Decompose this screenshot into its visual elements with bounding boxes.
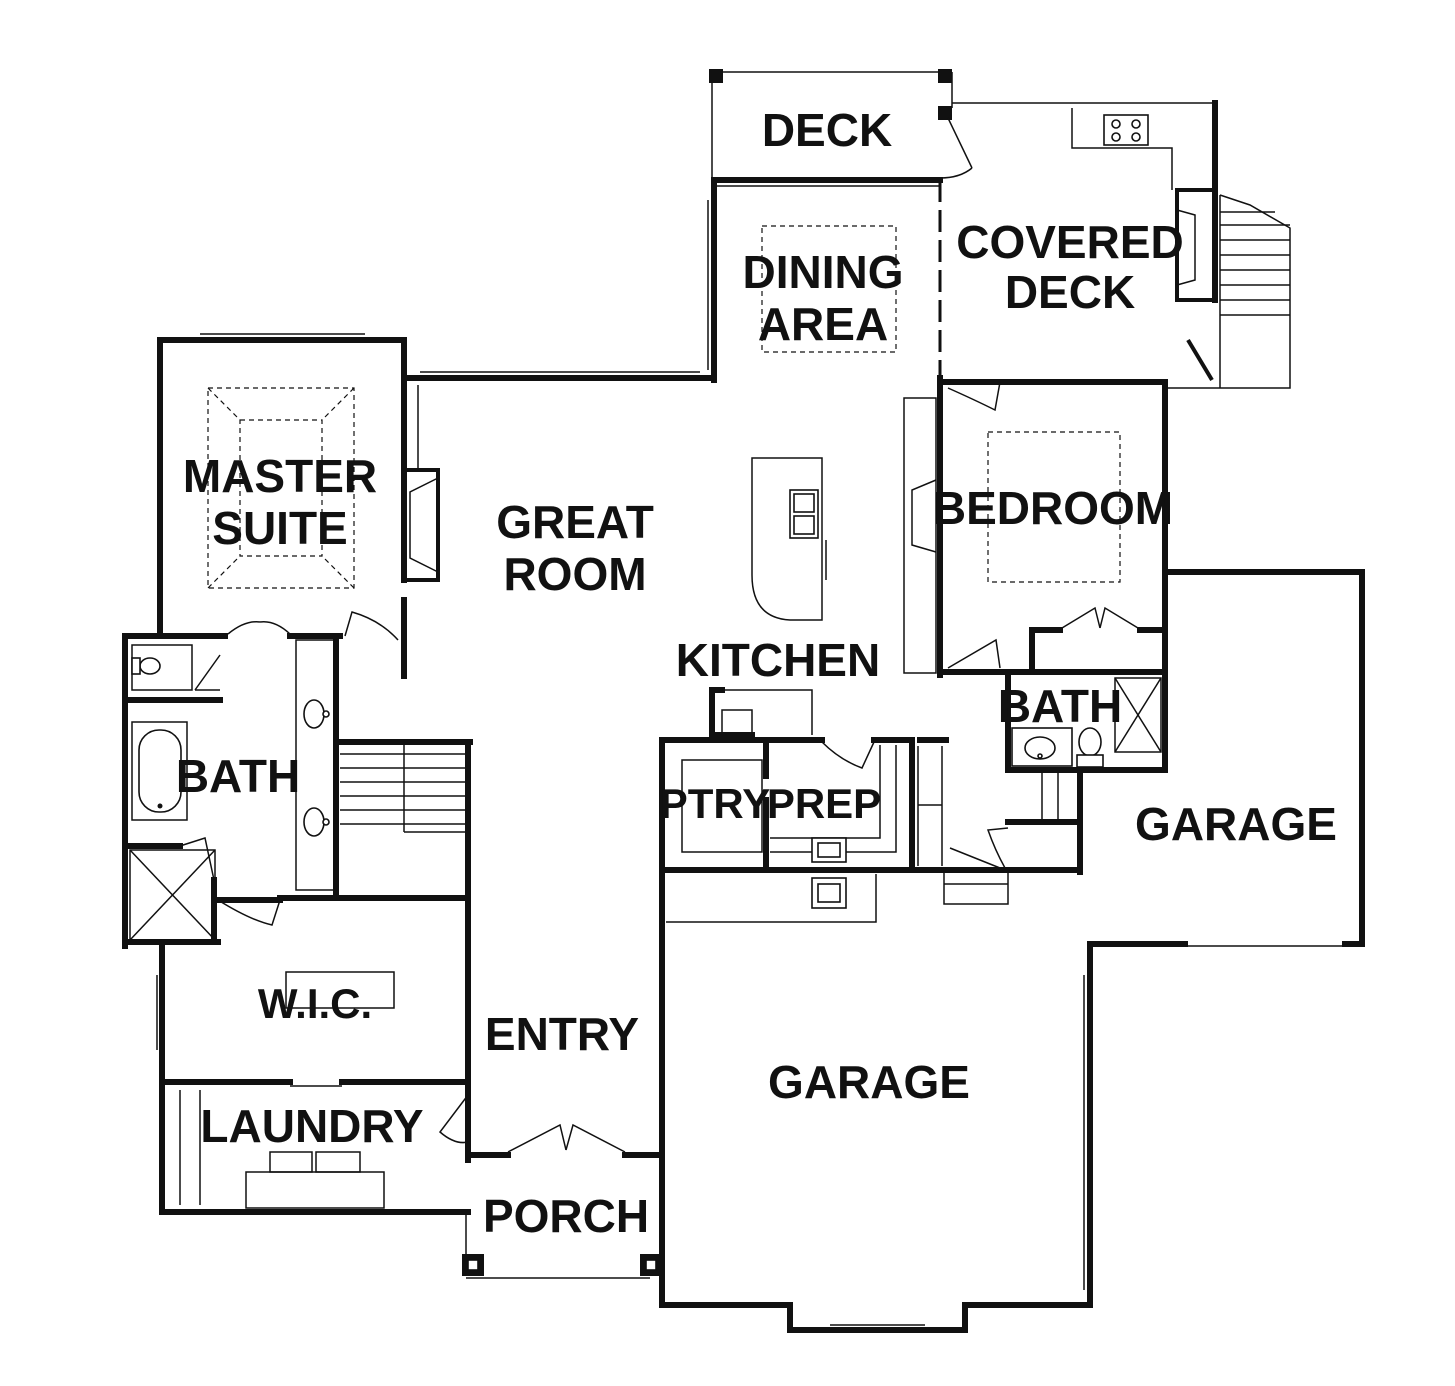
- label-covered-deck-line2: DECK: [1005, 266, 1135, 318]
- label-deck: DECK: [762, 104, 892, 156]
- covered-deck-stairs: [1220, 211, 1290, 316]
- label-side-garage: GARAGE: [1135, 798, 1337, 850]
- label-master-line1: MASTER: [183, 450, 377, 502]
- deck-outline: [709, 69, 973, 179]
- label-bedroom: BEDROOM: [933, 482, 1173, 534]
- side-garage-walls: [1087, 569, 1365, 947]
- pantry-prep-walls: [659, 737, 1083, 1308]
- label-dining-line1: DINING: [743, 246, 904, 298]
- label-wic: W.I.C.: [258, 980, 372, 1027]
- label-porch: PORCH: [483, 1190, 649, 1242]
- main-garage-walls: [659, 941, 1093, 1333]
- label-master-bath: BATH: [176, 750, 300, 802]
- label-entry: ENTRY: [485, 1008, 639, 1060]
- label-kitchen: KITCHEN: [676, 634, 880, 686]
- guest-bath-walls: [943, 669, 1168, 905]
- label-master-line2: SUITE: [212, 502, 347, 554]
- room-labels: DECK COVERED DECK DINING AREA MASTER SUI…: [176, 104, 1337, 1242]
- main-stairs: [337, 739, 473, 1163]
- dining-table-zone: [761, 225, 897, 353]
- label-pantry: PTRY: [660, 780, 770, 827]
- label-prep: PREP: [767, 780, 881, 827]
- covered-deck-outline: [952, 100, 1291, 389]
- master-suite-walls: [157, 333, 440, 679]
- label-main-garage: GARAGE: [768, 1056, 970, 1108]
- bedroom-walls: [939, 379, 1168, 773]
- great-room-walls: [401, 177, 943, 678]
- kitchen-fixtures: [709, 397, 937, 738]
- wic-laundry-walls: [156, 895, 471, 1215]
- label-guest-bath: BATH: [998, 680, 1122, 732]
- entry-porch-walls: [462, 1123, 665, 1279]
- label-laundry: LAUNDRY: [200, 1100, 423, 1152]
- master-bath-walls: [122, 633, 339, 949]
- label-dining-line2: AREA: [758, 298, 888, 350]
- label-great-room-line1: GREAT: [496, 496, 654, 548]
- label-covered-deck-line1: COVERED: [956, 216, 1183, 268]
- label-great-room-line2: ROOM: [503, 548, 646, 600]
